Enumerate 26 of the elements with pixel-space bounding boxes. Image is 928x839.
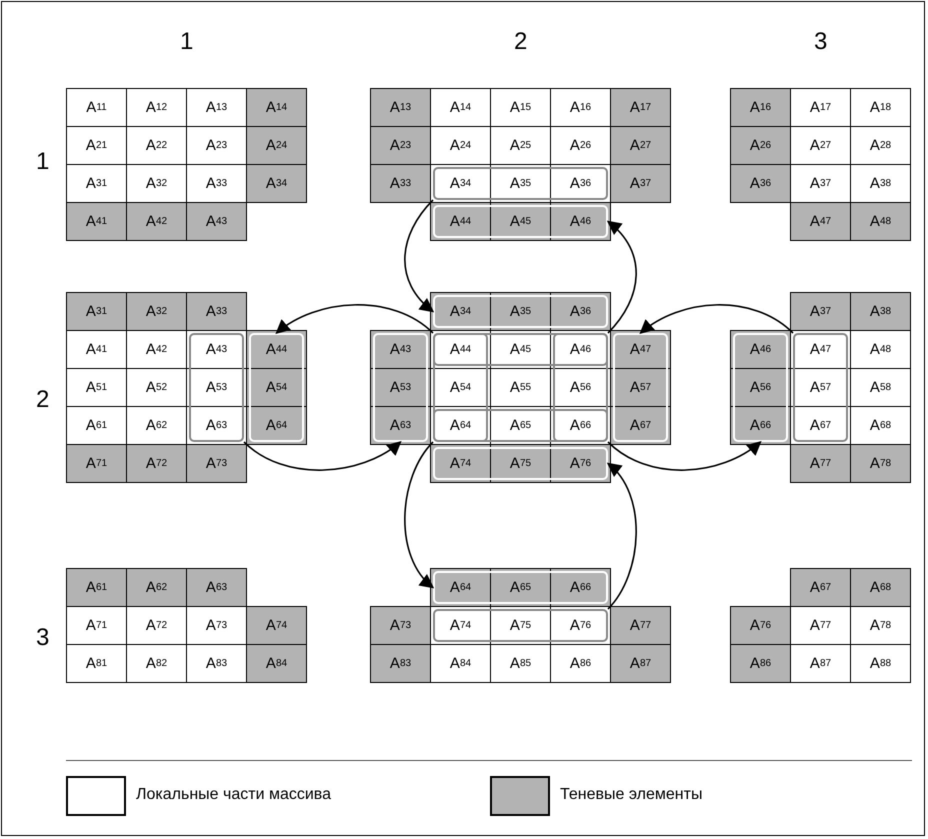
group-outline [433, 295, 608, 328]
group-outline [189, 333, 244, 442]
group-outline [433, 571, 608, 604]
row-number: 2 [36, 386, 50, 414]
group-outline [793, 333, 848, 442]
group-outline [433, 609, 608, 642]
group-outline [553, 333, 608, 442]
group-outline [433, 409, 608, 442]
column-number: 2 [514, 28, 528, 56]
arrow [607, 441, 762, 471]
group-outline [433, 333, 488, 442]
legend-text: Теневые элементы [560, 786, 702, 804]
group-outline [433, 167, 608, 200]
group-outline [249, 333, 304, 442]
row-number: 1 [36, 148, 50, 176]
group-outline [433, 333, 608, 366]
column-number: 1 [180, 28, 194, 56]
row-number: 3 [36, 624, 50, 652]
legend-text: Локальные части массива [136, 786, 331, 804]
group-outline [613, 333, 668, 442]
group-outline [373, 333, 428, 442]
group-outline [433, 447, 608, 480]
column-number: 3 [814, 28, 828, 56]
group-outline [433, 205, 608, 238]
arrow [275, 304, 434, 334]
group-outline [733, 333, 788, 442]
